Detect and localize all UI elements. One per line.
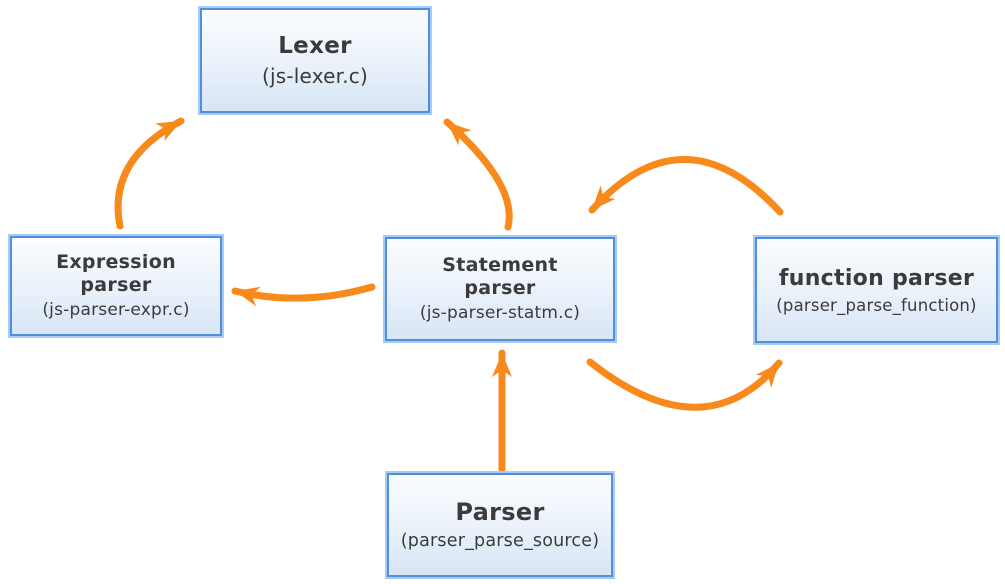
statement-parser-node-subtitle: (js-parser-statm.c) <box>419 303 581 324</box>
lexer-node-title: Lexer <box>278 33 352 60</box>
function-parser-node-subtitle: (parser_parse_function) <box>776 295 977 315</box>
edge-expression-parser-to-lexer-arrow <box>114 117 185 230</box>
edge-function-parser-to-statement-parser-arrow <box>588 156 784 216</box>
statement-parser-node: Statement parser (js-parser-statm.c) <box>385 237 615 341</box>
statement-parser-node-title: Statement parser <box>442 253 558 300</box>
edge-statement-parser-to-function-parser-arrow <box>586 358 783 411</box>
function-parser-node: function parser (parser_parse_function) <box>755 237 998 343</box>
parser-node-subtitle: (parser_parse_source) <box>400 531 600 552</box>
edge-statement-parser-to-expression-parser-arrow <box>231 283 376 307</box>
edge-statement-parser-to-lexer-arrow <box>443 118 513 231</box>
parser-node: Parser (parser_parse_source) <box>387 473 613 577</box>
function-parser-node-title: function parser <box>778 265 975 291</box>
expression-parser-node: Expression parser (js-parser-expr.c) <box>10 236 222 336</box>
parser-node-title: Parser <box>455 497 545 526</box>
expression-parser-node-title: Expression parser <box>56 250 176 297</box>
lexer-node: Lexer (js-lexer.c) <box>200 8 430 113</box>
expression-parser-node-subtitle: (js-parser-expr.c) <box>42 300 190 321</box>
lexer-node-subtitle: (js-lexer.c) <box>262 64 368 89</box>
